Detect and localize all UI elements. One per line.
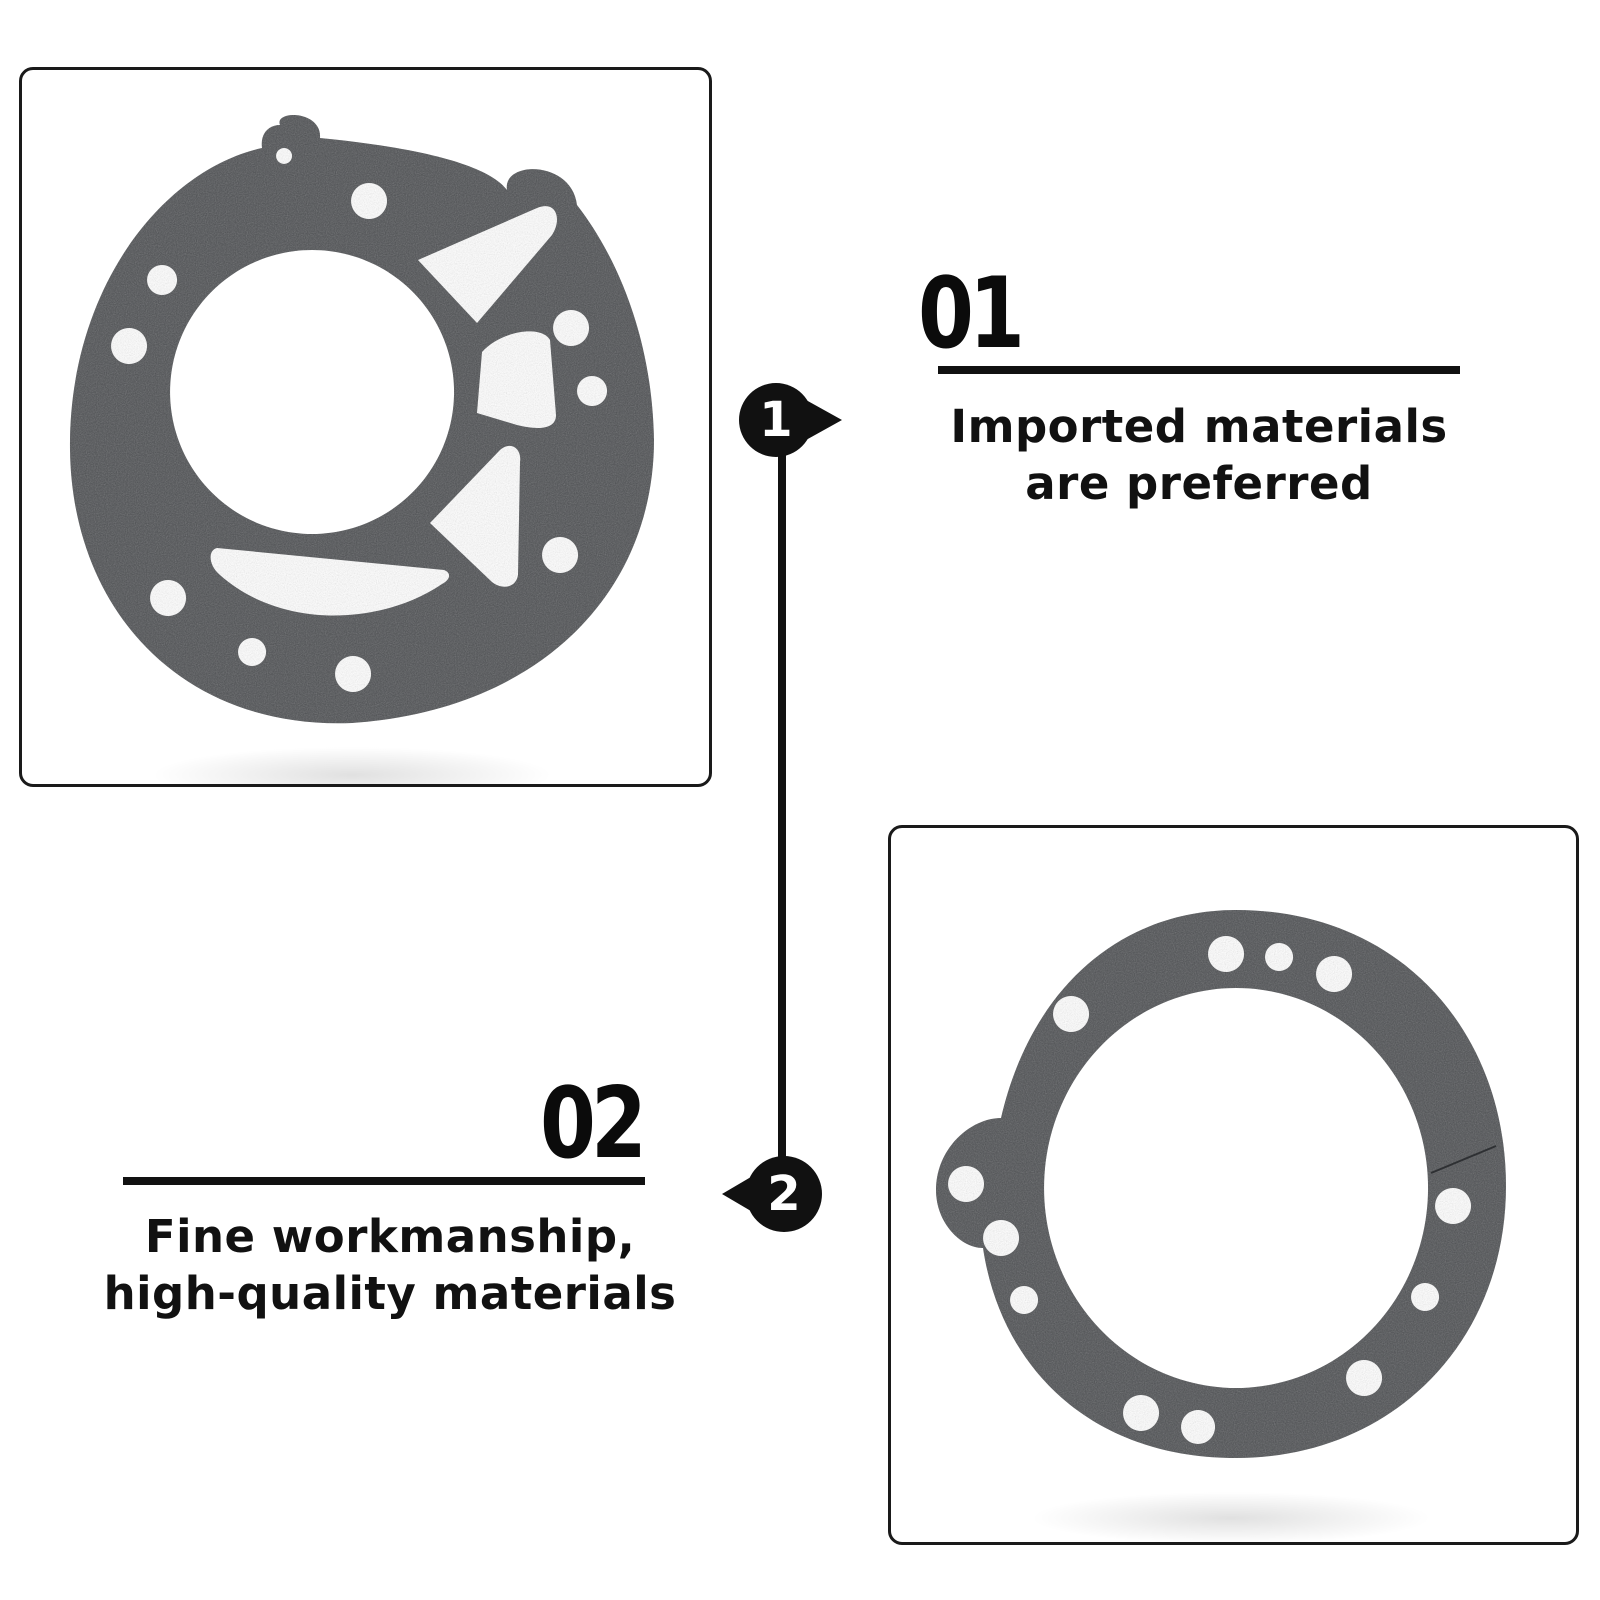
section-2-caption-line-1: Fine workmanship, <box>144 1210 636 1263</box>
gasket-shape-2 <box>936 910 1506 1458</box>
marker-1 <box>739 383 842 457</box>
section-2-caption-line-2: high-quality materials <box>103 1267 677 1320</box>
marker-2 <box>722 1156 822 1232</box>
gasket-photo-frame-2 <box>888 825 1579 1545</box>
gasket-shape-1 <box>69 115 655 724</box>
gasket-image-1 <box>69 115 655 784</box>
section-1-caption-line-2: are preferred <box>1025 457 1373 510</box>
section-2-number: 02 <box>540 1067 647 1181</box>
section-1-number: 01 <box>918 257 1025 371</box>
marker-2-label: 2 <box>767 1166 801 1222</box>
gasket-photo-frame-1 <box>19 67 712 787</box>
gasket-image-2 <box>936 910 1506 1542</box>
marker-1-pointer <box>806 400 842 440</box>
section-1-caption: Imported materials are preferred <box>938 398 1460 512</box>
marker-1-label: 1 <box>759 392 793 448</box>
section-1-caption-line-1: Imported materials <box>950 400 1448 453</box>
section-2-caption: Fine workmanship, high-quality materials <box>100 1208 680 1322</box>
section-1-divider <box>938 366 1460 374</box>
marker-2-pointer <box>722 1174 756 1214</box>
section-2-divider <box>123 1177 645 1185</box>
